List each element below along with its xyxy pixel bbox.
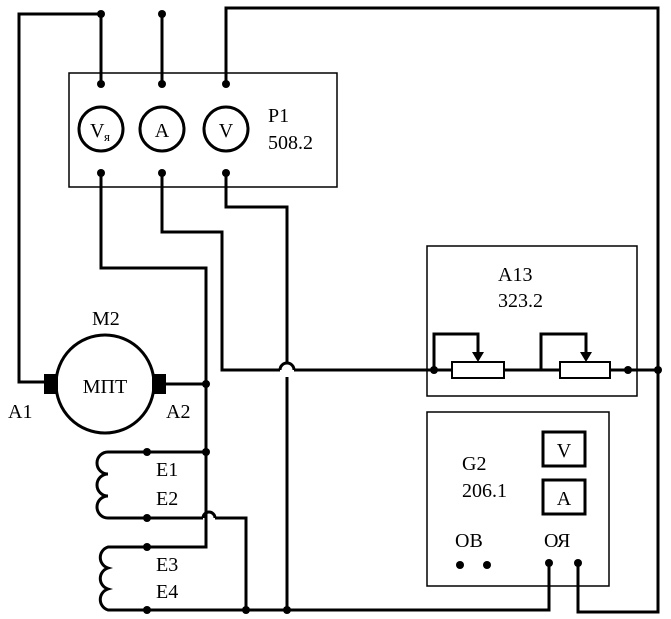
brush-a2 (152, 374, 166, 394)
g2-voltage-indicator (541, 430, 587, 468)
terminal-oya: ОЯ (544, 530, 570, 552)
a13-block (426, 245, 638, 397)
a13-rheostats (451, 352, 611, 379)
rheostat-arrow-1 (472, 352, 484, 362)
a13-name: A13 (498, 264, 532, 286)
g2-v-label: V (557, 440, 572, 462)
brush-a1 (44, 374, 58, 394)
p1-name: P1 (268, 105, 289, 127)
g2-current-indicator (541, 478, 587, 516)
svg-text:я: я (104, 129, 110, 144)
terminal-e1: E1 (156, 459, 178, 481)
m2-name: M2 (92, 308, 120, 330)
svg-text:A: A (155, 120, 170, 142)
motor-label: МПТ (83, 376, 127, 398)
meter-v: V (202, 105, 250, 153)
terminal-e4: E4 (156, 581, 178, 603)
a13-code: 323.2 (498, 290, 543, 312)
terminal-e2: E2 (156, 488, 178, 510)
g2-code: 206.1 (462, 480, 507, 502)
meter-vya: V я (77, 105, 125, 153)
svg-text:V: V (90, 120, 105, 142)
motor-m2: МПТ (44, 333, 166, 435)
junction-dots (97, 10, 662, 614)
g2-block (426, 411, 610, 587)
svg-text:V: V (219, 120, 234, 142)
terminal-ov: ОВ (455, 530, 483, 552)
p1-code: 508.2 (268, 132, 313, 154)
terminal-a2: A2 (166, 401, 190, 423)
terminal-a1: A1 (8, 401, 32, 423)
rheostat-arrow-2 (580, 352, 592, 362)
g2-name: G2 (462, 453, 486, 475)
p1-block (68, 72, 338, 188)
meter-a: A (138, 105, 186, 153)
excitation-coils (95, 450, 147, 612)
g2-a-label: A (557, 488, 572, 510)
wires (17, 6, 660, 614)
terminal-e3: E3 (156, 554, 178, 576)
